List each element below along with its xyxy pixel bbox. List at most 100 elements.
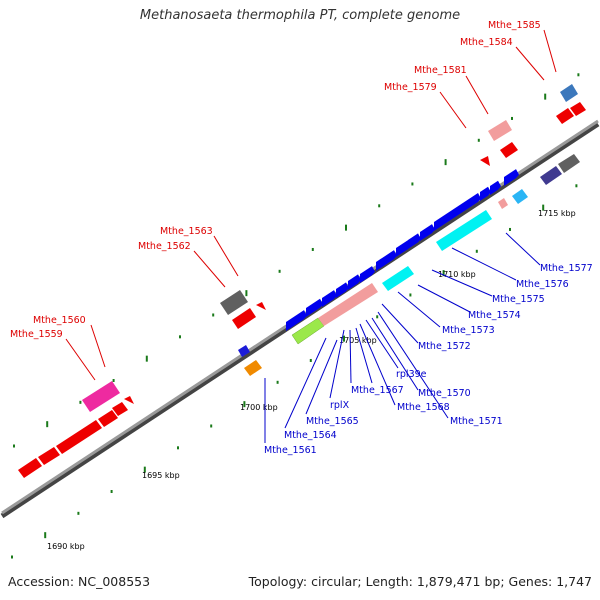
gene-mthe-1560b[interactable] bbox=[112, 402, 128, 416]
connector-line bbox=[193, 250, 226, 288]
gene-mthe-1563[interactable] bbox=[232, 308, 256, 329]
gene-label[interactable]: Mthe_1576 bbox=[516, 279, 569, 290]
connector-line bbox=[284, 337, 327, 429]
gene-mthe-1561[interactable] bbox=[238, 345, 250, 357]
connector-line bbox=[349, 329, 352, 384]
top-gene-labels: Mthe_1559 Mthe_1560 Mthe_1562 Mthe_1563 … bbox=[10, 20, 541, 340]
gene-arrow[interactable] bbox=[396, 240, 411, 257]
connector-line bbox=[365, 319, 399, 369]
gene-block-1565-1570[interactable] bbox=[318, 283, 378, 326]
map-title: Methanosaeta thermophila PT, complete ge… bbox=[139, 8, 461, 23]
gene-label[interactable]: Mthe_1584 bbox=[460, 37, 513, 48]
connector-line bbox=[439, 91, 467, 129]
gene-label[interactable]: Mthe_1567 bbox=[351, 385, 404, 396]
gene-arrow[interactable] bbox=[306, 298, 323, 317]
gene-arrow[interactable] bbox=[336, 282, 349, 298]
gene-arrow[interactable] bbox=[360, 266, 375, 283]
gene-mthe-1584[interactable] bbox=[556, 108, 574, 124]
connector-line bbox=[329, 329, 345, 399]
genome-summary-text: Topology: circular; Length: 1,879,471 bp… bbox=[248, 574, 592, 589]
gene-mthe-1578[interactable] bbox=[498, 198, 508, 209]
gene-block-1571[interactable] bbox=[382, 266, 414, 291]
gene-pair-dark-2[interactable] bbox=[558, 154, 580, 173]
gene-mthe-1560-arrow[interactable] bbox=[124, 396, 134, 404]
gene-block-1574[interactable] bbox=[436, 210, 492, 251]
gene-arrow[interactable] bbox=[504, 169, 519, 186]
gene-mthe-1584b[interactable] bbox=[570, 102, 586, 116]
connector-line bbox=[355, 327, 373, 384]
gene-label[interactable]: Mthe_1563 bbox=[160, 226, 213, 237]
connector-line bbox=[213, 235, 239, 277]
gene-mthe-1559c[interactable] bbox=[98, 410, 118, 427]
gene-mthe-1564[interactable] bbox=[244, 360, 262, 376]
gene-label[interactable]: Mthe_1559 bbox=[10, 329, 63, 340]
gene-arrow[interactable] bbox=[434, 193, 481, 231]
connector-line bbox=[397, 291, 441, 328]
connector-line bbox=[65, 338, 96, 381]
gene-label[interactable]: rpl39e bbox=[396, 369, 427, 380]
gene-label[interactable]: Mthe_1573 bbox=[442, 325, 495, 336]
gene-label[interactable]: Mthe_1565 bbox=[306, 416, 359, 427]
gene-mthe-1585[interactable] bbox=[560, 84, 578, 102]
gene-mthe-1562[interactable] bbox=[220, 290, 248, 315]
scale-label: 1715 kbp bbox=[538, 209, 576, 218]
reverse-strand-genes bbox=[238, 154, 580, 376]
gene-label[interactable]: Mthe_1574 bbox=[468, 310, 521, 321]
scale-label: 1700 kbp bbox=[240, 403, 278, 412]
gene-block-1559[interactable] bbox=[56, 420, 102, 454]
bottom-label-connectors bbox=[264, 232, 541, 443]
gene-label[interactable]: Mthe_1577 bbox=[540, 263, 593, 274]
scale-label: 1690 kbp bbox=[47, 542, 85, 551]
connector-line bbox=[371, 317, 419, 391]
gene-arrow[interactable] bbox=[420, 224, 435, 241]
scale-label: 1710 kbp bbox=[438, 270, 476, 279]
gene-mthe-1560[interactable] bbox=[82, 381, 120, 412]
gene-label[interactable]: Mthe_1562 bbox=[138, 241, 191, 252]
gene-mthe-1579[interactable] bbox=[480, 156, 490, 166]
gene-arrow[interactable] bbox=[408, 233, 421, 249]
gene-label[interactable]: Mthe_1581 bbox=[414, 65, 467, 76]
accession-text: Accession: NC_008553 bbox=[8, 574, 151, 589]
scale-label: 1705 kbp bbox=[339, 336, 377, 345]
gene-mthe-1559[interactable] bbox=[18, 458, 42, 478]
connector-line bbox=[515, 46, 545, 81]
connector-line bbox=[90, 324, 106, 368]
gene-arrow[interactable] bbox=[376, 250, 397, 271]
gene-arrow[interactable] bbox=[286, 310, 307, 331]
tick-marks bbox=[11, 73, 580, 559]
gene-label[interactable]: Mthe_1570 bbox=[418, 388, 471, 399]
gene-label[interactable]: Mthe_1585 bbox=[488, 20, 541, 31]
gene-label[interactable]: rplX bbox=[330, 400, 350, 411]
gene-mthe-1581b[interactable] bbox=[500, 142, 518, 158]
connector-line bbox=[417, 284, 471, 313]
gene-label[interactable]: Mthe_1568 bbox=[397, 402, 450, 413]
gene-label[interactable]: Mthe_1571 bbox=[450, 416, 503, 427]
connector-line bbox=[377, 311, 449, 419]
connector-line bbox=[451, 247, 517, 281]
forward-strand-genes bbox=[18, 84, 586, 478]
gene-mthe-1559b[interactable] bbox=[38, 447, 60, 465]
connector-line bbox=[431, 269, 493, 297]
gene-arrow[interactable] bbox=[322, 290, 337, 307]
gene-mthe-1578b[interactable] bbox=[512, 189, 528, 204]
gene-mthe-1581[interactable] bbox=[488, 120, 512, 141]
gene-label[interactable]: Mthe_1575 bbox=[492, 294, 545, 305]
gene-label[interactable]: Mthe_1564 bbox=[284, 430, 337, 441]
gene-label[interactable]: Mthe_1560 bbox=[33, 315, 86, 326]
connector-line bbox=[359, 323, 396, 406]
gene-label[interactable]: Mthe_1572 bbox=[418, 341, 471, 352]
connector-line bbox=[543, 29, 557, 73]
gene-label[interactable]: Mthe_1579 bbox=[384, 82, 437, 93]
gene-pair-dark-1[interactable] bbox=[540, 166, 562, 185]
connector-line bbox=[305, 339, 338, 415]
connector-line bbox=[465, 75, 489, 115]
gene-arrow[interactable] bbox=[490, 180, 501, 195]
scale-labels: 1690 kbp 1695 kbp 1700 kbp 1705 kbp 1710… bbox=[47, 209, 576, 551]
gene-mthe-1563-arrow[interactable] bbox=[256, 302, 266, 310]
gene-arrow[interactable] bbox=[348, 274, 361, 290]
gene-arrow[interactable] bbox=[480, 186, 491, 201]
gene-label[interactable]: Mthe_1561 bbox=[264, 445, 317, 456]
connector-line bbox=[505, 232, 541, 266]
connector-line bbox=[381, 303, 419, 344]
